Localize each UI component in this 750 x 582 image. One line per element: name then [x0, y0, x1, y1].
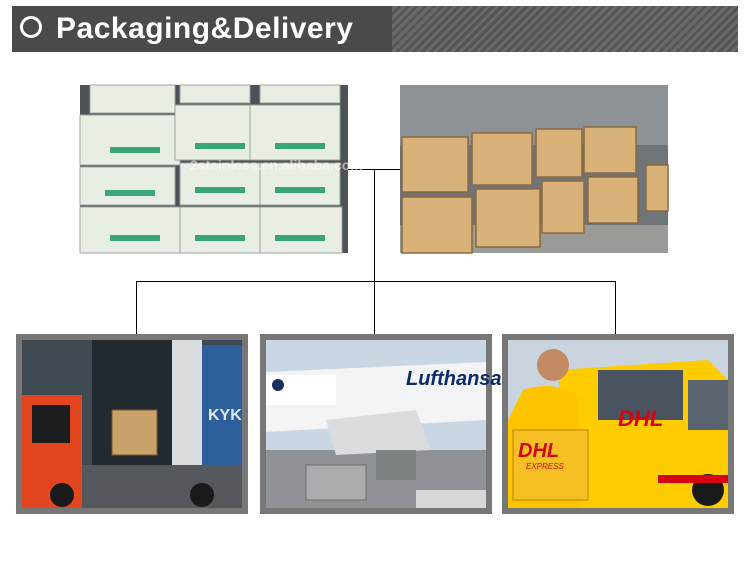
- connector-drop-right: [615, 281, 616, 334]
- watermark-text: 2stainless.en.alibaba.com: [190, 157, 363, 173]
- banner-dark-panel: [12, 6, 392, 52]
- svg-text:KYK: KYK: [208, 407, 242, 424]
- connector-trunk: [374, 169, 375, 334]
- cartons-illustration: [79, 84, 348, 254]
- section-banner: Packaging&Delivery: [12, 6, 738, 52]
- photo-air-freight: Lufthansa: [260, 334, 502, 514]
- dhl-logo-box: DHL: [518, 440, 560, 462]
- crates-illustration: [400, 85, 669, 254]
- circle-outline-icon: [20, 16, 42, 38]
- connector-drop-left: [136, 281, 137, 334]
- dhl-box-subtitle: EXPRESS: [526, 462, 564, 471]
- airline-brand-text: Lufthansa: [406, 368, 502, 390]
- courier-illustration: [508, 340, 728, 508]
- photo-express-courier: DHL DHL EXPRESS: [502, 334, 734, 514]
- dhl-logo-van: DHL: [618, 406, 664, 431]
- connector-left-stub: [348, 169, 374, 170]
- container-illustration: KYK: [22, 340, 242, 508]
- photo-cartons: 2stainless.en.alibaba.com: [79, 84, 363, 254]
- airplane-illustration: [266, 340, 486, 508]
- photo-container-loading: KYK: [16, 334, 248, 514]
- banner-title: Packaging&Delivery: [56, 12, 354, 45]
- photo-wooden-crates: [400, 85, 669, 254]
- connector-right-stub: [374, 169, 400, 170]
- connector-crossbar: [136, 281, 616, 282]
